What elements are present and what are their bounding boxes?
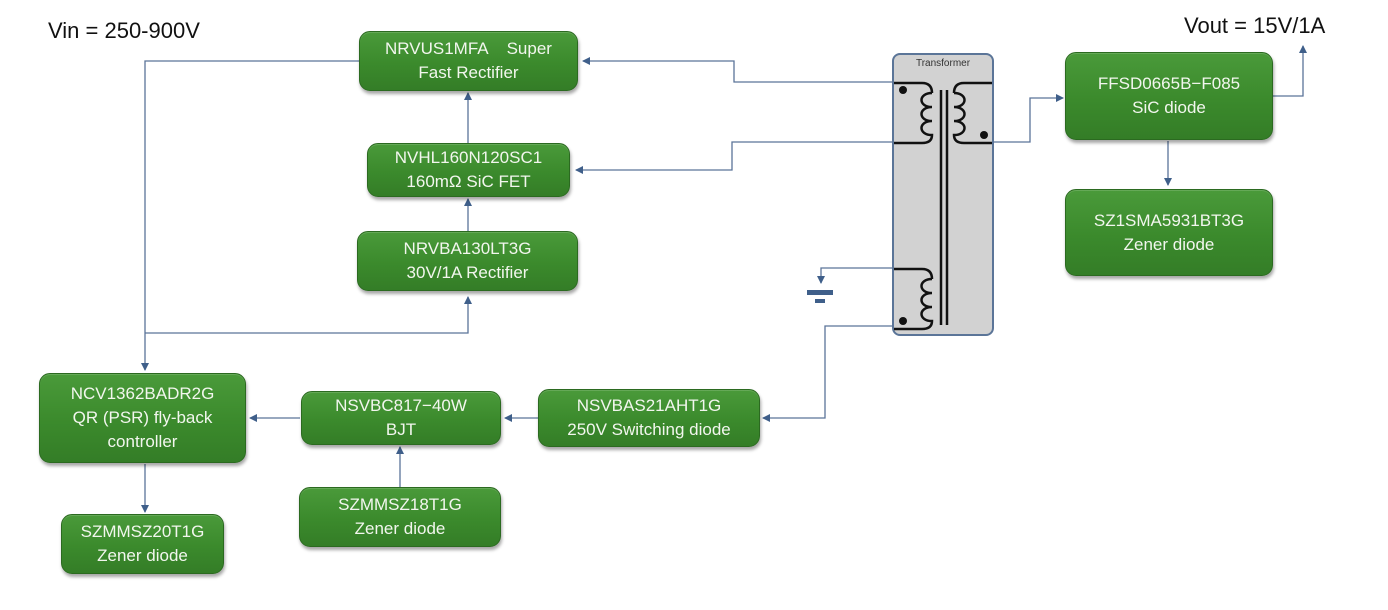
block-part-number: NSVBC817−40W [335, 396, 467, 415]
block-description: 250V Switching diode [567, 420, 731, 439]
block-switching-diode[interactable]: NSVBAS21AHT1G 250V Switching diode [538, 389, 760, 447]
transformer-title: Transformer [915, 58, 971, 69]
ground-icon [807, 290, 833, 303]
wire-secondary-to-sic-diode [994, 94, 1064, 143]
block-controller[interactable]: NCV1362BADR2G QR (PSR) fly-back controll… [39, 373, 246, 463]
block-description: 160mΩ SiC FET [406, 172, 531, 191]
block-zener-bjt[interactable]: SZMMSZ18T1G Zener diode [299, 487, 501, 547]
vout-label: Vout = 15V/1A [1184, 13, 1326, 38]
block-description: Zener diode [97, 546, 188, 565]
block-description: 30V/1A Rectifier [406, 263, 529, 282]
block-description: Zener diode [1123, 234, 1215, 254]
block-part-number: NSVBAS21AHT1G [576, 396, 722, 415]
block-part-number: NVHL160N120SC1 [394, 148, 543, 167]
block-sic-diode[interactable]: FFSD0665B−F085 SiC diode [1065, 52, 1273, 140]
block-part-number: FFSD0665B−F085 [1097, 74, 1241, 93]
wire-sic-diode-to-vout [1272, 45, 1307, 97]
block-description: SiC diode [1132, 98, 1206, 117]
block-zener-output[interactable]: SZ1SMA5931BT3G Zener diode [1065, 189, 1273, 276]
polarity-dot-aux [899, 317, 907, 325]
wire-bus-to-rectifier [145, 296, 472, 334]
block-part-number: SZ1SMA5931BT3G [1093, 210, 1245, 230]
block-part-number: NRVUS1MFA Super [385, 39, 552, 58]
block-description: QR (PSR) fly-back [72, 408, 213, 427]
block-part-number: SZMMSZ18T1G [338, 495, 462, 514]
wire-aux-to-ground [817, 267, 894, 284]
block-part-number: NCV1362BADR2G [70, 384, 215, 403]
block-sic-fet[interactable]: NVHL160N120SC1 160mΩ SiC FET [367, 143, 570, 197]
block-bjt[interactable]: NSVBC817−40W BJT [301, 391, 501, 445]
polarity-dot-primary [899, 86, 907, 94]
block-description: Fast Rectifier [418, 63, 519, 82]
block-description: BJT [385, 420, 417, 439]
block-description: Zener diode [354, 519, 446, 538]
transformer-windings-icon [894, 81, 992, 331]
polarity-dot-secondary [980, 131, 988, 139]
wire-xfmr-to-fet [575, 141, 894, 174]
block-description-cont: controller [107, 432, 178, 451]
block-zener-controller[interactable]: SZMMSZ20T1G Zener diode [61, 514, 224, 574]
block-rectifier-30v[interactable]: NRVBA130LT3G 30V/1A Rectifier [357, 231, 578, 291]
block-part-number: NRVBA130LT3G [403, 239, 532, 258]
wire-xfmr-to-superfast [582, 57, 894, 83]
block-super-fast-rectifier[interactable]: NRVUS1MFA Super Fast Rectifier [359, 31, 578, 91]
block-part-number: SZMMSZ20T1G [80, 522, 205, 541]
wire-aux-to-switching-diode [762, 325, 894, 422]
vin-label: Vin = 250-900V [48, 18, 200, 43]
wire-vin-to-controller [141, 60, 359, 371]
transformer: Transformer [892, 53, 994, 336]
